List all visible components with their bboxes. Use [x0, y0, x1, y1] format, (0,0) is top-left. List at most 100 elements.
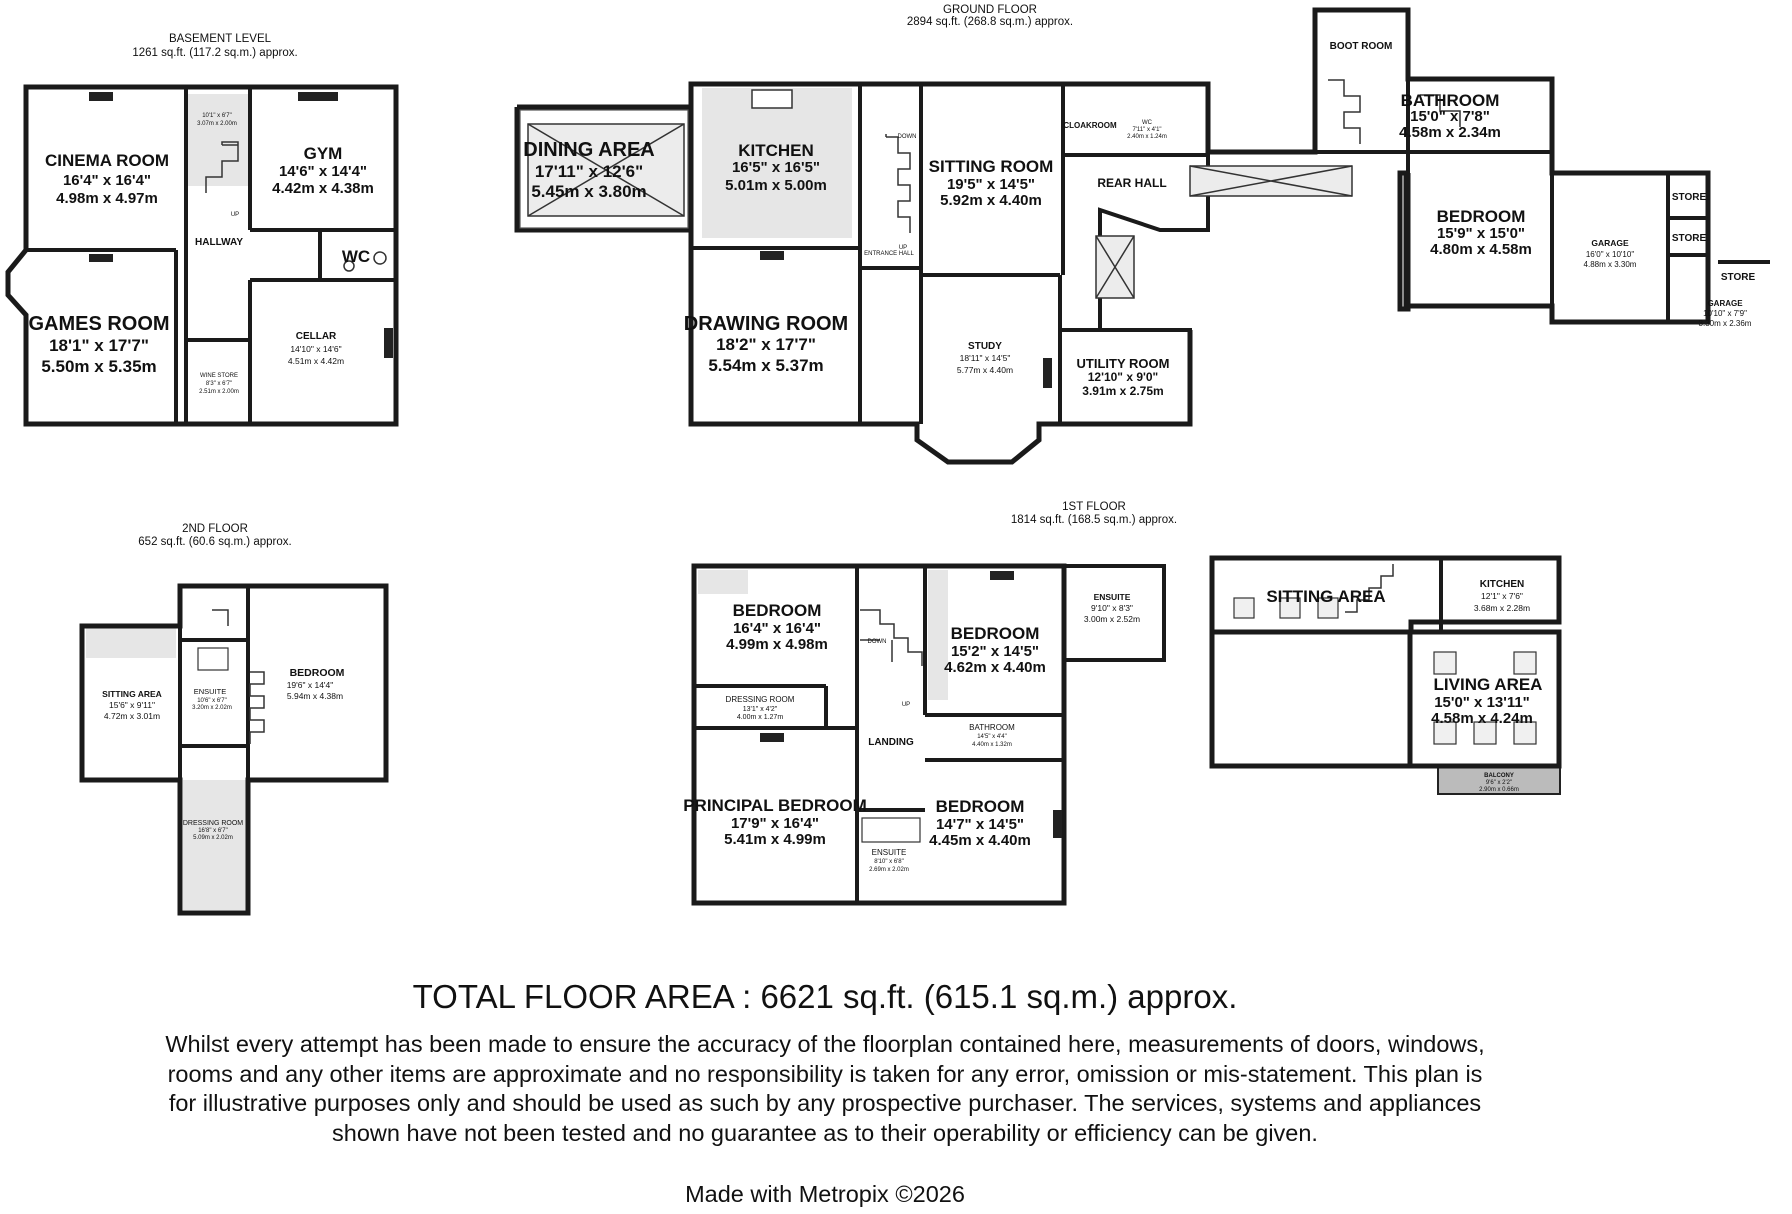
second-floor: 2ND FLOOR 652 sq.ft. (60.6 sq.m.) approx…	[79, 523, 389, 916]
annexe-kitchen-imperial: 12'1" x 7'6"	[1481, 591, 1523, 601]
annexe-kitchen-metric: 3.68m x 2.28m	[1474, 603, 1530, 613]
cloakroom-name: CLOAKROOM	[1063, 121, 1117, 130]
first-bedroom-2-imperial: 15'2" x 14'5"	[951, 643, 1039, 660]
hallway-up: UP	[231, 212, 239, 218]
credit-text: Made with Metropix ©2026	[685, 1181, 965, 1207]
second-ensuite-metric: 3.20m x 2.02m	[192, 705, 232, 711]
store-1-name: STORE	[1672, 192, 1707, 203]
first-bedroom-1-metric: 4.99m x 4.98m	[726, 636, 828, 653]
boot-room-name: BOOT ROOM	[1330, 41, 1393, 52]
second-sitting-name: SITTING AREA	[102, 689, 162, 699]
gym-name: GYM	[304, 144, 343, 163]
ground-title: GROUND FLOOR	[943, 4, 1037, 16]
landing-name: LANDING	[868, 737, 914, 748]
garage-2-metric: 3.30m x 2.36m	[1699, 319, 1752, 328]
kitchen-metric: 5.01m x 5.00m	[725, 177, 827, 194]
annexe-living-metric: 4.58m x 4.24m	[1431, 710, 1533, 727]
utility-room-metric: 3.91m x 2.75m	[1082, 384, 1163, 398]
first-ensuite-2-imperial: 8'10" x 6'8"	[874, 859, 904, 865]
annexe-living-imperial: 15'0" x 13'11"	[1434, 694, 1530, 711]
sitting-room-metric: 5.92m x 4.40m	[940, 192, 1042, 209]
first-bedroom-1-name: BEDROOM	[733, 601, 822, 620]
first-bedroom-2-metric: 4.62m x 4.40m	[944, 659, 1046, 676]
total-floor-area: TOTAL FLOOR AREA : 6621 sq.ft. (615.1 sq…	[412, 978, 1238, 1015]
first-dressing-name: DRESSING ROOM	[726, 695, 795, 704]
sitting-room-imperial: 19'5" x 14'5"	[947, 176, 1035, 193]
cinema-room-metric: 4.98m x 4.97m	[56, 190, 158, 207]
balcony-metric: 2.90m x 0.66m	[1479, 787, 1519, 793]
entrance-hall-down: DOWN	[898, 134, 917, 140]
first-bedroom-3-name: BEDROOM	[936, 797, 1025, 816]
cinema-room-imperial: 16'4" x 16'4"	[63, 172, 151, 189]
garage-2-imperial: 10'10" x 7'9"	[1703, 309, 1747, 318]
first-bedroom-2-name: BEDROOM	[951, 624, 1040, 643]
second-title: 2ND FLOOR	[182, 523, 248, 535]
games-room-name: GAMES ROOM	[28, 313, 169, 335]
dining-area-name: DINING AREA	[523, 139, 654, 161]
first-title: 1ST FLOOR	[1062, 501, 1126, 513]
first-floor: 1ST FLOOR 1814 sq.ft. (168.5 sq.m.) appr…	[683, 501, 1177, 906]
dining-area-metric: 5.45m x 3.80m	[531, 182, 646, 201]
garage-1-name: GARAGE	[1591, 238, 1629, 248]
second-area: 652 sq.ft. (60.6 sq.m.) approx.	[138, 536, 291, 548]
basement-area: 1261 sq.ft. (117.2 sq.m.) approx.	[132, 47, 297, 59]
basement-level: BASEMENT LEVEL 1261 sq.ft. (117.2 sq.m.)…	[5, 33, 399, 427]
first-bedroom-3-imperial: 14'7" x 14'5"	[936, 816, 1024, 833]
kitchen-imperial: 16'5" x 16'5"	[732, 159, 820, 176]
ground-bedroom-imperial: 15'9" x 15'0"	[1437, 225, 1525, 242]
principal-bedroom-name: PRINCIPAL BEDROOM	[683, 796, 867, 815]
ground-bedroom-name: BEDROOM	[1437, 207, 1526, 226]
basement-wc-name: WC	[342, 247, 370, 266]
cellar-imperial: 14'10" x 14'6"	[290, 344, 341, 354]
second-sitting-imperial: 15'6" x 9'11"	[109, 700, 155, 710]
ground-floor: GROUND FLOOR 2894 sq.ft. (268.8 sq.m.) a…	[514, 4, 1770, 465]
wine-store-imperial: 8'3" x 6'7"	[206, 381, 232, 387]
dining-area-imperial: 17'11" x 12'6"	[535, 162, 643, 181]
second-dressing-imperial: 16'8" x 6'7"	[198, 828, 228, 834]
drawing-room-imperial: 18'2" x 17'7"	[716, 335, 816, 354]
balcony-name: BALCONY	[1484, 773, 1514, 779]
cinema-room-name: CINEMA ROOM	[45, 151, 169, 170]
wine-store-name: WINE STORE	[200, 373, 238, 379]
garage-1-imperial: 16'0" x 10'10"	[1586, 250, 1634, 259]
annexe-living-name: LIVING AREA	[1434, 675, 1543, 694]
first-ensuite-1-name: ENSUITE	[1094, 592, 1131, 602]
garage-2-name: GARAGE	[1707, 299, 1743, 308]
study-metric: 5.77m x 4.40m	[957, 365, 1013, 375]
first-ensuite-2-name: ENSUITE	[872, 848, 907, 857]
study-imperial: 18'11" x 14'5"	[960, 353, 1011, 363]
ground-area: 2894 sq.ft. (268.8 sq.m.) approx.	[907, 16, 1073, 28]
second-ensuite-imperial: 10'6" x 6'7"	[197, 698, 227, 704]
balcony-imperial: 9'6" x 2'2"	[1486, 780, 1512, 786]
gym-imperial: 14'6" x 14'4"	[279, 163, 367, 180]
first-ensuite-2-metric: 2.69m x 2.02m	[869, 867, 909, 873]
ground-wc-metric: 2.40m x 1.24m	[1127, 134, 1167, 140]
second-dressing-metric: 5.09m x 2.02m	[193, 835, 233, 841]
ground-bathroom-imperial: 15'0" x 7'8"	[1410, 108, 1490, 125]
disclaimer-text: Whilst every attempt has been made to en…	[165, 1031, 1485, 1146]
basement-store-metric: 3.07m x 2.00m	[197, 121, 237, 127]
drawing-room-name: DRAWING ROOM	[684, 313, 848, 335]
first-bathroom-imperial: 14'5" x 4'4"	[977, 734, 1007, 740]
second-bedroom-metric: 5.94m x 4.38m	[287, 691, 343, 701]
ground-bathroom-metric: 4.58m x 2.34m	[1399, 124, 1501, 141]
rear-hall-name: REAR HALL	[1097, 176, 1166, 190]
first-bedroom-1-imperial: 16'4" x 16'4"	[733, 620, 821, 637]
games-room-imperial: 18'1" x 17'7"	[49, 336, 149, 355]
first-area: 1814 sq.ft. (168.5 sq.m.) approx.	[1011, 514, 1177, 526]
first-ensuite-1-metric: 3.00m x 2.52m	[1084, 614, 1140, 624]
ground-wc-imperial: 7'11" x 4'1"	[1132, 127, 1161, 133]
first-bathroom-metric: 4.40m x 1.32m	[972, 742, 1012, 748]
utility-room-imperial: 12'10" x 9'0"	[1088, 370, 1158, 384]
ground-bedroom-metric: 4.80m x 4.58m	[1430, 241, 1532, 258]
wine-store-metric: 2.51m x 2.00m	[199, 389, 239, 395]
utility-room-name: UTILITY ROOM	[1077, 356, 1170, 371]
first-dressing-imperial: 13'1" x 4'2"	[743, 706, 778, 713]
annexe-kitchen-name: KITCHEN	[1480, 579, 1524, 590]
first-bathroom-name: BATHROOM	[969, 723, 1015, 732]
games-room-metric: 5.50m x 5.35m	[41, 357, 156, 376]
cellar-metric: 4.51m x 4.42m	[288, 356, 344, 366]
second-bedroom-name: BEDROOM	[290, 667, 345, 679]
first-bedroom-3-metric: 4.45m x 4.40m	[929, 832, 1031, 849]
